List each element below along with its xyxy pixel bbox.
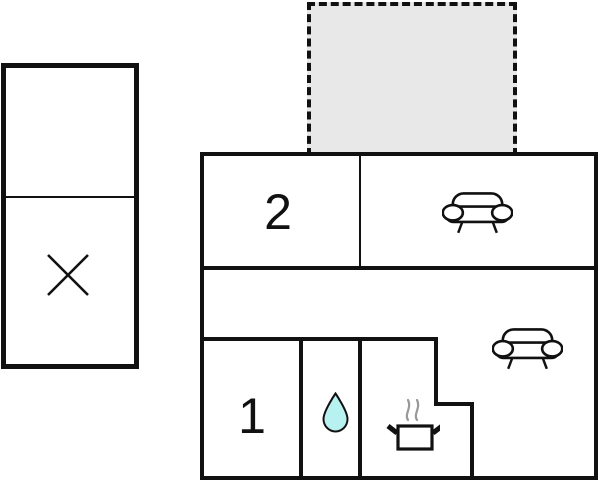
sofa-icon [442, 192, 513, 234]
room2-label: 2 [264, 184, 292, 240]
wall-kitchen-right-upper [434, 337, 438, 406]
room1-label: 1 [238, 388, 266, 444]
wall-horizontal-upper [200, 266, 598, 270]
annex-divider-wall [1, 196, 139, 198]
main-building-outline [200, 152, 598, 480]
water-drop-icon [322, 392, 349, 433]
wall-room1-right [299, 337, 303, 480]
wall-kitchen-right-lower [470, 402, 474, 480]
cross-icon [47, 254, 89, 296]
annex-outline [1, 63, 139, 369]
cooking-pot-icon [386, 398, 440, 451]
terrace-dashed-area [307, 2, 517, 156]
wall-room2-divider [359, 152, 361, 270]
wall-bathroom-right [358, 337, 362, 480]
wall-kitchen-step [434, 402, 474, 406]
wall-horizontal-lower [200, 337, 438, 341]
sofa-icon [492, 328, 563, 370]
